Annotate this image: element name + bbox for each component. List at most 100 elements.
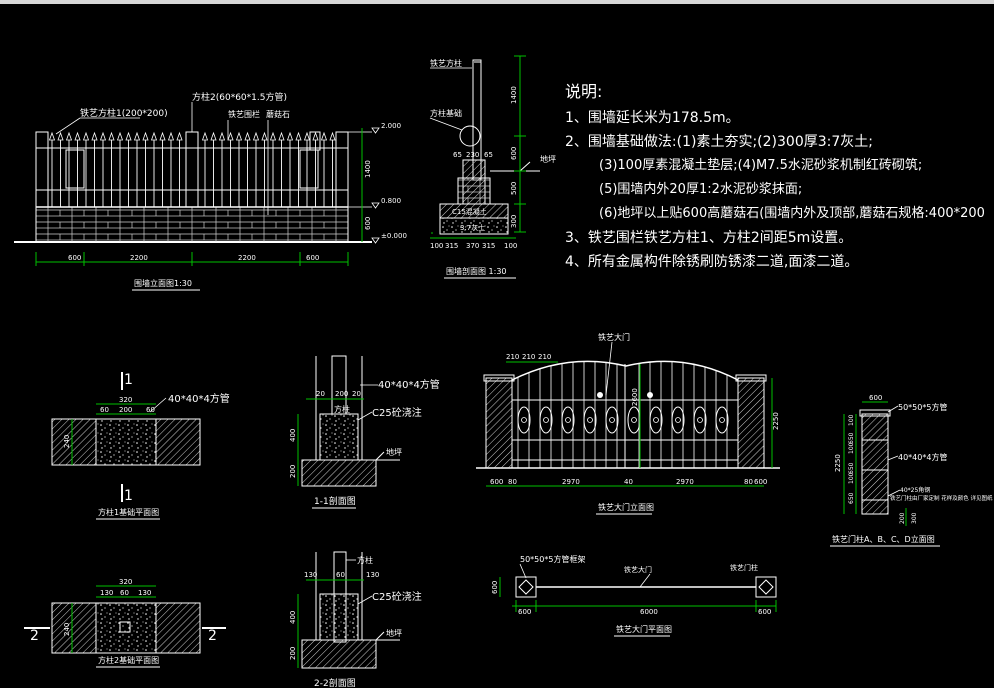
gatepost-note-top: 40*25角钢 <box>900 486 930 494</box>
dim-600a: 600 <box>68 254 81 262</box>
gatepost-dim-2250: 2250 <box>834 454 842 472</box>
fp2-dim-320: 320 <box>119 578 132 586</box>
cad-drawing-canvas: 2.000 0.800 ±0.000 1400 600 600 2200 220… <box>14 55 993 688</box>
fence-bars <box>48 131 336 207</box>
section-block1: C15混凝土 <box>452 207 487 216</box>
s11-post: 方柱 <box>334 404 350 414</box>
label-post2: 方柱2(60*60*1.5方管) <box>192 91 287 103</box>
gate-bars <box>517 361 728 468</box>
gatepost-side-dim: 650 <box>848 432 855 444</box>
s22-dim-200v: 200 <box>289 647 297 660</box>
section-label-found: 方柱基础 <box>430 108 462 118</box>
gateplan-title: 铁艺大门平面图 <box>616 624 672 634</box>
notes-line-7: 4、所有金属构件除锈刷防锈漆二道,面漆二道。 <box>565 254 859 270</box>
section-bottom-dim: 370 <box>466 242 479 250</box>
gate-bottom-dim: 80 <box>508 478 517 486</box>
s22-title: 2-2剖面图 <box>314 677 356 688</box>
gate-top-dim-2: 210 <box>538 353 551 361</box>
gateplan-post: 铁艺门柱 <box>730 563 758 572</box>
fp1-cut-bot: 1 <box>124 488 133 504</box>
dim-600b: 600 <box>306 254 319 262</box>
s11-ground: 地坪 <box>386 447 402 457</box>
s11-dim-20b: 20 <box>352 390 361 398</box>
fence-section: C15混凝土 3:7灰土 地坪 1400 600 500 300 65 230 … <box>429 55 556 279</box>
fp2-dim-60: 60 <box>120 589 129 597</box>
section-bottom-dim: 100 <box>430 242 443 250</box>
section-bottom-dim: 100 <box>504 242 517 250</box>
section-1-1: 地坪 20 200 20 40*40*4方管 方柱 C25砼浇注 400 200… <box>289 355 440 509</box>
section-dim-230: 230 <box>466 151 479 159</box>
section-dim-65b: 65 <box>484 151 493 159</box>
gateplan-dim-600a: 600 <box>518 608 531 616</box>
section-block2: 3:7灰土 <box>460 223 485 232</box>
s22-ground: 地坪 <box>386 628 402 638</box>
fp1-dim-60a: 60 <box>100 406 109 414</box>
elevation-title: 围墙立面图1:30 <box>134 278 192 288</box>
foundation-plan-1: 1 1 320 60 200 60 40*40*4方管 240 方柱1基础平面图 <box>51 372 230 520</box>
dim-2200b: 2200 <box>238 254 256 262</box>
s11-dim-200: 200 <box>335 390 348 398</box>
gateplan-pipe: 50*50*5方管框架 <box>520 554 585 564</box>
fp1-pipe: 40*40*4方管 <box>168 392 230 405</box>
gate-bottom-dim: 80 <box>744 478 753 486</box>
fp2-dim-130a: 130 <box>100 589 113 597</box>
gate-bottom-dim: 40 <box>624 478 633 486</box>
s11-pipe: 40*40*4方管 <box>378 378 440 391</box>
title-bar-strip <box>0 0 994 4</box>
section-bottom-dim: 315 <box>445 242 458 250</box>
fp1-dim-60b: 60 <box>146 406 155 414</box>
section-ground: 地坪 <box>540 154 556 164</box>
gatepost-side-dim: 100 <box>848 414 855 426</box>
gate-bottom-dim: 2970 <box>562 478 580 486</box>
section-dim-300: 300 <box>510 215 518 228</box>
gate-dim-2250: 2250 <box>772 412 780 430</box>
notes-line-1: 1、围墙延长米为178.5m。 <box>565 110 740 126</box>
fp2-cut-right: 2 <box>208 628 217 644</box>
s22-dim-130a: 130 <box>304 571 317 579</box>
fp1-dim-200: 200 <box>119 406 132 414</box>
notes-line-4: (5)围墙内外20厚1:2水泥砂浆抹面; <box>599 182 803 197</box>
fp1-dim-320: 320 <box>119 396 132 404</box>
s22-concrete: C25砼浇注 <box>372 590 422 603</box>
section-bottom-dim: 315 <box>482 242 495 250</box>
gate-dim-2600: 2600 <box>631 388 639 406</box>
section-dim-65a: 65 <box>453 151 462 159</box>
gateplan-dim-side: 600 <box>491 581 499 594</box>
section-dim-500: 500 <box>510 182 518 195</box>
s22-dim-130b: 130 <box>366 571 379 579</box>
notes-line-3: (3)100厚素混凝土垫层;(4)M7.5水泥砂浆机制红砖砌筑; <box>599 158 923 173</box>
gate-bottom-dim: 2970 <box>676 478 694 486</box>
gatepost-pipe2: 40*40*4方管 <box>898 452 947 462</box>
gate-top-dim-1: 210 <box>522 353 535 361</box>
gatepost-side-dim: 100 <box>848 472 855 484</box>
s22-post: 方柱 <box>357 555 373 565</box>
level-mid: 0.800 <box>381 197 401 205</box>
s11-title: 1-1剖面图 <box>314 495 356 507</box>
s11-dim-400: 400 <box>289 429 297 442</box>
gateplan-dim-6000: 6000 <box>640 608 658 616</box>
gatepost-title: 铁艺门柱A、B、C、D立面图 <box>832 534 935 544</box>
fp1-cut-top: 1 <box>124 372 133 388</box>
fp2-dim-130b: 130 <box>138 589 151 597</box>
s22-dim-60: 60 <box>336 571 345 579</box>
section-dim-1400: 1400 <box>510 86 518 104</box>
notes-title: 说明: <box>565 82 603 101</box>
notes-line-2: 2、围墙基础做法:(1)素土夯实;(2)300厚3:7灰土; <box>565 134 873 150</box>
fp1-title: 方柱1基础平面图 <box>98 507 159 517</box>
gate-scrolls <box>517 406 729 434</box>
gate-label: 铁艺大门 <box>598 332 630 342</box>
fence-elevation: 2.000 0.800 ±0.000 1400 600 600 2200 220… <box>14 91 407 291</box>
gatepost-side-dim: 650 <box>848 462 855 474</box>
gate-plan: 600 600 6000 600 50*50*5方管框架 铁艺大门 铁艺门柱 铁… <box>491 554 777 637</box>
notes-line-6: 3、铁艺围栏铁艺方柱1、方柱2间距5m设置。 <box>565 230 853 246</box>
s11-dim-200v: 200 <box>289 465 297 478</box>
notes-line-5: (6)地坪以上贴600高蘑菇石(围墙内外及顶部,蘑菇石规格:400*200 <box>599 206 985 221</box>
gatepost-dim-600: 600 <box>869 394 882 402</box>
s11-concrete: C25砼浇注 <box>372 406 422 419</box>
section-label-post: 铁艺方柱 <box>430 58 462 68</box>
gate-bottom-dim: 600 <box>490 478 503 486</box>
